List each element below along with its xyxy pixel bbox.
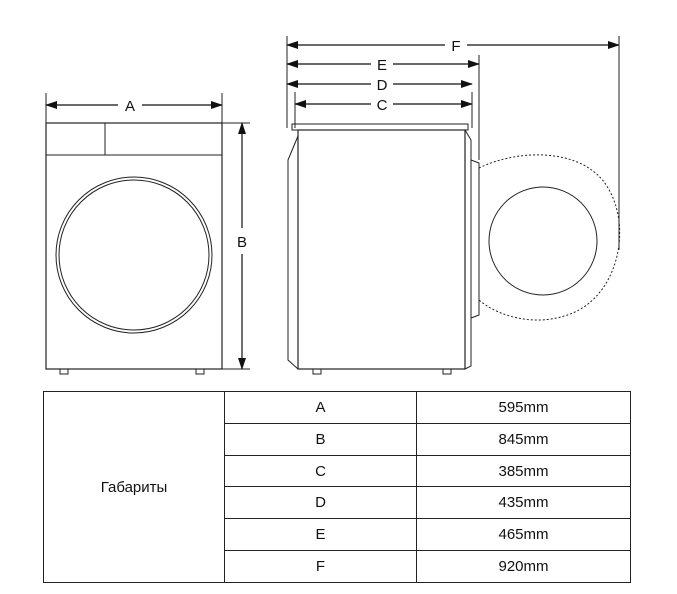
dim-label-b: B: [237, 234, 247, 251]
dimension-value: 595mm: [416, 391, 631, 424]
washer-front-body: [45, 122, 223, 370]
front-view: [45, 93, 250, 375]
dimension-value: 920mm: [416, 550, 631, 583]
dim-label-a: A: [125, 98, 135, 115]
dimension-letter: C: [224, 454, 417, 488]
dim-label-f: F: [451, 38, 460, 55]
dim-label-e: E: [377, 57, 387, 74]
dimension-value: 385mm: [416, 454, 631, 488]
side-view: [286, 36, 621, 375]
dimension-b: B: [237, 122, 247, 370]
washer-side-body: [297, 129, 466, 370]
dim-label-d: D: [377, 77, 388, 94]
dimension-f: F: [286, 38, 620, 55]
table-row: F 920mm: [44, 550, 631, 583]
dimension-a: A: [45, 98, 223, 115]
dimension-value: 435mm: [416, 486, 631, 520]
dimension-d: D: [286, 77, 473, 94]
open-door: [488, 186, 598, 296]
table-row: B 845mm: [44, 422, 631, 456]
dimension-letter: D: [224, 486, 417, 520]
door-swing-path: [478, 154, 621, 321]
dimension-e: E: [286, 57, 480, 74]
table-row: E 465mm: [44, 518, 631, 552]
dimension-letter: F: [224, 550, 417, 583]
front-door: [55, 176, 213, 334]
table-row: D 435mm: [44, 486, 631, 520]
dimension-letter: A: [224, 391, 417, 424]
table-row: Габариты A 595mm: [43, 391, 631, 583]
dimension-c: C: [294, 97, 473, 114]
dimension-letter: E: [224, 518, 417, 552]
dimensions-table: Габариты A 595mm B 845mm C 385mm D 435mm…: [43, 391, 631, 583]
dim-label-c: C: [377, 97, 388, 114]
washer-dimension-drawing: A B F E: [45, 36, 621, 375]
dimension-value: 845mm: [416, 422, 631, 456]
dimension-letter: B: [224, 422, 417, 456]
dimension-value: 465mm: [416, 518, 631, 552]
group-label: Габариты: [43, 391, 225, 583]
table-row: C 385mm: [44, 454, 631, 488]
